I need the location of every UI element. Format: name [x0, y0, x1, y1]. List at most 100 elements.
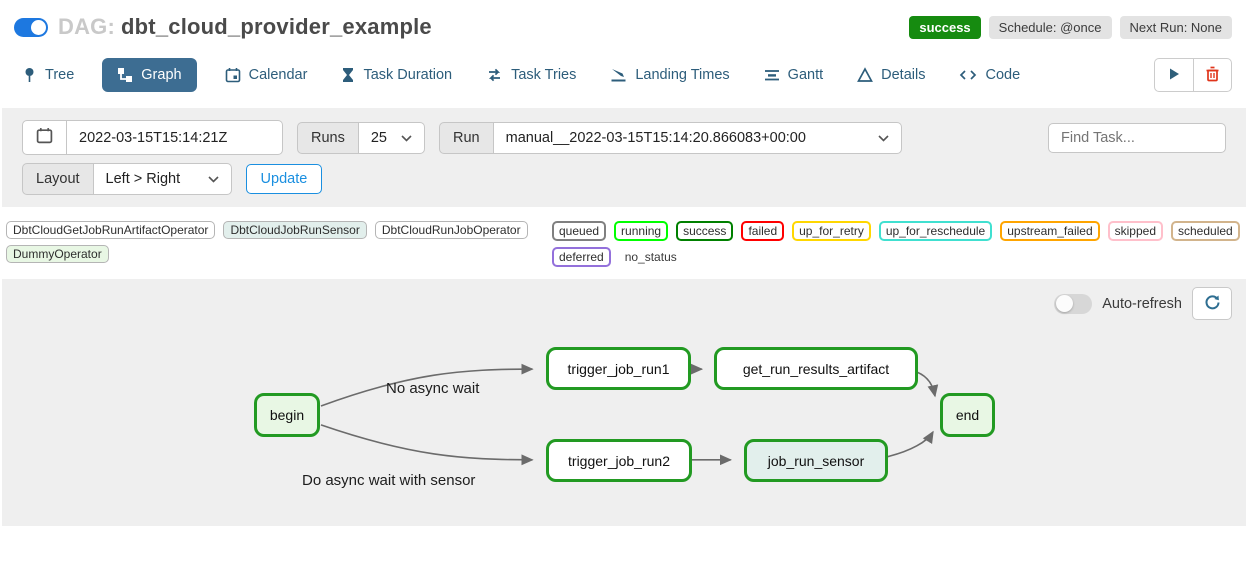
tab-tree[interactable]: Tree — [16, 58, 80, 92]
no-status-label: no_status — [624, 250, 677, 264]
edge-label: Do async wait with sensor — [302, 472, 476, 489]
dag-node-trigger_job_run1[interactable]: trigger_job_run1 — [546, 347, 691, 390]
gantt-icon — [764, 67, 780, 83]
filter-bar: Runs 25 Run manual__2022-03-15T15:14:20.… — [2, 108, 1246, 207]
dag-node-end[interactable]: end — [940, 393, 995, 437]
edge-sensor-end — [886, 430, 934, 458]
chevron-down-icon — [874, 130, 889, 146]
tab-code[interactable]: Code — [953, 58, 1026, 92]
header-badges: success Schedule: @once Next Run: None — [909, 15, 1232, 39]
tab-label: Task Duration — [363, 67, 453, 83]
auto-refresh-label: Auto-refresh — [1102, 295, 1182, 312]
edge-artifact-end — [916, 371, 939, 398]
status-legend: queued running success failed up_for_retry up… — [552, 221, 1242, 267]
tab-details[interactable]: Details — [851, 58, 931, 92]
refresh-icon — [1204, 294, 1221, 314]
dag-node-get_run_results_artifact[interactable]: get_run_results_artifact — [714, 347, 918, 390]
run-group: Run manual__2022-03-15T15:14:20.866083+0… — [439, 121, 902, 154]
tab-label: Gantt — [787, 67, 824, 83]
tab-label: Details — [881, 67, 926, 83]
find-task-input[interactable] — [1048, 122, 1226, 153]
schedule-badge: Schedule: @once — [988, 15, 1112, 39]
runs-selected-value: 25 — [370, 129, 387, 146]
dag-header: DAG:dbt_cloud_provider_example success S… — [0, 0, 1248, 46]
trash-icon — [1205, 66, 1220, 85]
auto-refresh-toggle[interactable] — [1054, 293, 1093, 314]
tab-graph[interactable]: Graph — [102, 58, 197, 92]
layout-select[interactable]: Left > Right — [93, 163, 232, 195]
tab-label: Tree — [45, 67, 75, 83]
tab-label: Code — [985, 67, 1021, 83]
legend: DbtCloudGetJobRunArtifactOperator DbtClou… — [0, 207, 1248, 267]
chevron-down-icon — [397, 130, 412, 146]
dag-action-buttons — [1154, 58, 1232, 92]
operator-legend: DbtCloudGetJobRunArtifactOperator DbtClou… — [6, 221, 552, 263]
base-date-input[interactable] — [67, 120, 283, 155]
status-badge: success — [909, 15, 981, 39]
status-legend-badge: up_for_reschedule — [878, 221, 993, 241]
status-legend-badge: upstream_failed — [1000, 221, 1100, 241]
edge-label: No async wait — [386, 380, 480, 397]
hourglass-icon — [341, 67, 355, 83]
dag-pause-toggle[interactable] — [14, 17, 48, 37]
graph-icon — [117, 67, 133, 83]
runs-group: Runs 25 — [297, 121, 425, 154]
dag-graph-panel: Auto-refresh begin trigger_job_run1 get_ru… — [2, 279, 1246, 526]
tab-label: Graph — [141, 67, 182, 83]
dag-name: dbt_cloud_provider_example — [121, 14, 432, 39]
operator-legend-badge: DbtCloudGetJobRunArtifactOperator — [6, 221, 216, 239]
chevron-down-icon — [204, 171, 219, 187]
layout-selected-value: Left > Right — [105, 171, 181, 187]
calendar-addon[interactable] — [22, 120, 67, 155]
run-selected-value: manual__2022-03-15T15:14:20.866083+00:00 — [505, 129, 806, 146]
code-icon — [959, 67, 977, 83]
update-button[interactable]: Update — [245, 164, 323, 194]
edge-begin-trigger1 — [320, 363, 534, 407]
triangle-icon — [857, 67, 874, 83]
dag-node-trigger_job_run2[interactable]: trigger_job_run2 — [546, 439, 692, 482]
layout-label: Layout — [22, 163, 94, 195]
run-select[interactable]: manual__2022-03-15T15:14:20.866083+00:00 — [493, 121, 902, 154]
status-legend-badge: failed — [741, 221, 785, 241]
tab-label: Landing Times — [635, 67, 730, 83]
status-legend-badge: skipped — [1107, 221, 1163, 241]
dag-node-job_run_sensor[interactable]: job_run_sensor — [744, 439, 888, 482]
operator-legend-badge: DbtCloudRunJobOperator — [374, 221, 528, 239]
trigger-dag-button[interactable] — [1154, 58, 1193, 92]
calendar-icon — [225, 67, 241, 83]
status-legend-badge: queued — [552, 221, 607, 241]
tab-calendar[interactable]: Calendar — [219, 58, 314, 92]
toggle-knob — [31, 19, 46, 35]
dag-edges — [320, 363, 939, 466]
refresh-button[interactable] — [1192, 287, 1232, 320]
delete-dag-button[interactable] — [1193, 58, 1232, 92]
layout-group: Layout Left > Right — [22, 163, 232, 195]
calendar-icon — [36, 127, 53, 148]
runs-select[interactable]: 25 — [358, 121, 425, 154]
tab-label: Calendar — [248, 67, 308, 83]
base-date-group — [22, 120, 283, 155]
status-legend-badge: running — [614, 221, 669, 241]
tab-task-duration[interactable]: Task Duration — [335, 58, 458, 92]
run-label: Run — [439, 121, 494, 154]
status-legend-badge: scheduled — [1171, 221, 1240, 241]
dag-prefix-label: DAG: — [58, 14, 116, 39]
edge-begin-trigger2 — [320, 424, 534, 466]
operator-legend-badge: DummyOperator — [6, 245, 109, 263]
repeat-icon — [486, 67, 503, 83]
toggle-knob — [1056, 295, 1074, 312]
runs-label: Runs — [297, 121, 359, 154]
next-run-badge: Next Run: None — [1119, 15, 1232, 39]
operator-legend-badge: DbtCloudJobRunSensor — [223, 221, 367, 239]
status-legend-badge: success — [676, 221, 734, 241]
tab-task-tries[interactable]: Task Tries — [480, 58, 582, 92]
dag-node-begin[interactable]: begin — [254, 393, 320, 437]
status-legend-badge: deferred — [552, 247, 611, 267]
pin-icon — [22, 67, 37, 83]
status-legend-badge: up_for_retry — [792, 221, 871, 241]
page-title: DAG:dbt_cloud_provider_example — [58, 14, 432, 40]
tab-gantt[interactable]: Gantt — [758, 58, 829, 92]
refresh-controls: Auto-refresh — [1054, 287, 1232, 320]
view-tabbar: Tree Graph Calendar Task Duration Task T… — [0, 46, 1248, 102]
tab-landing-times[interactable]: Landing Times — [604, 58, 735, 92]
